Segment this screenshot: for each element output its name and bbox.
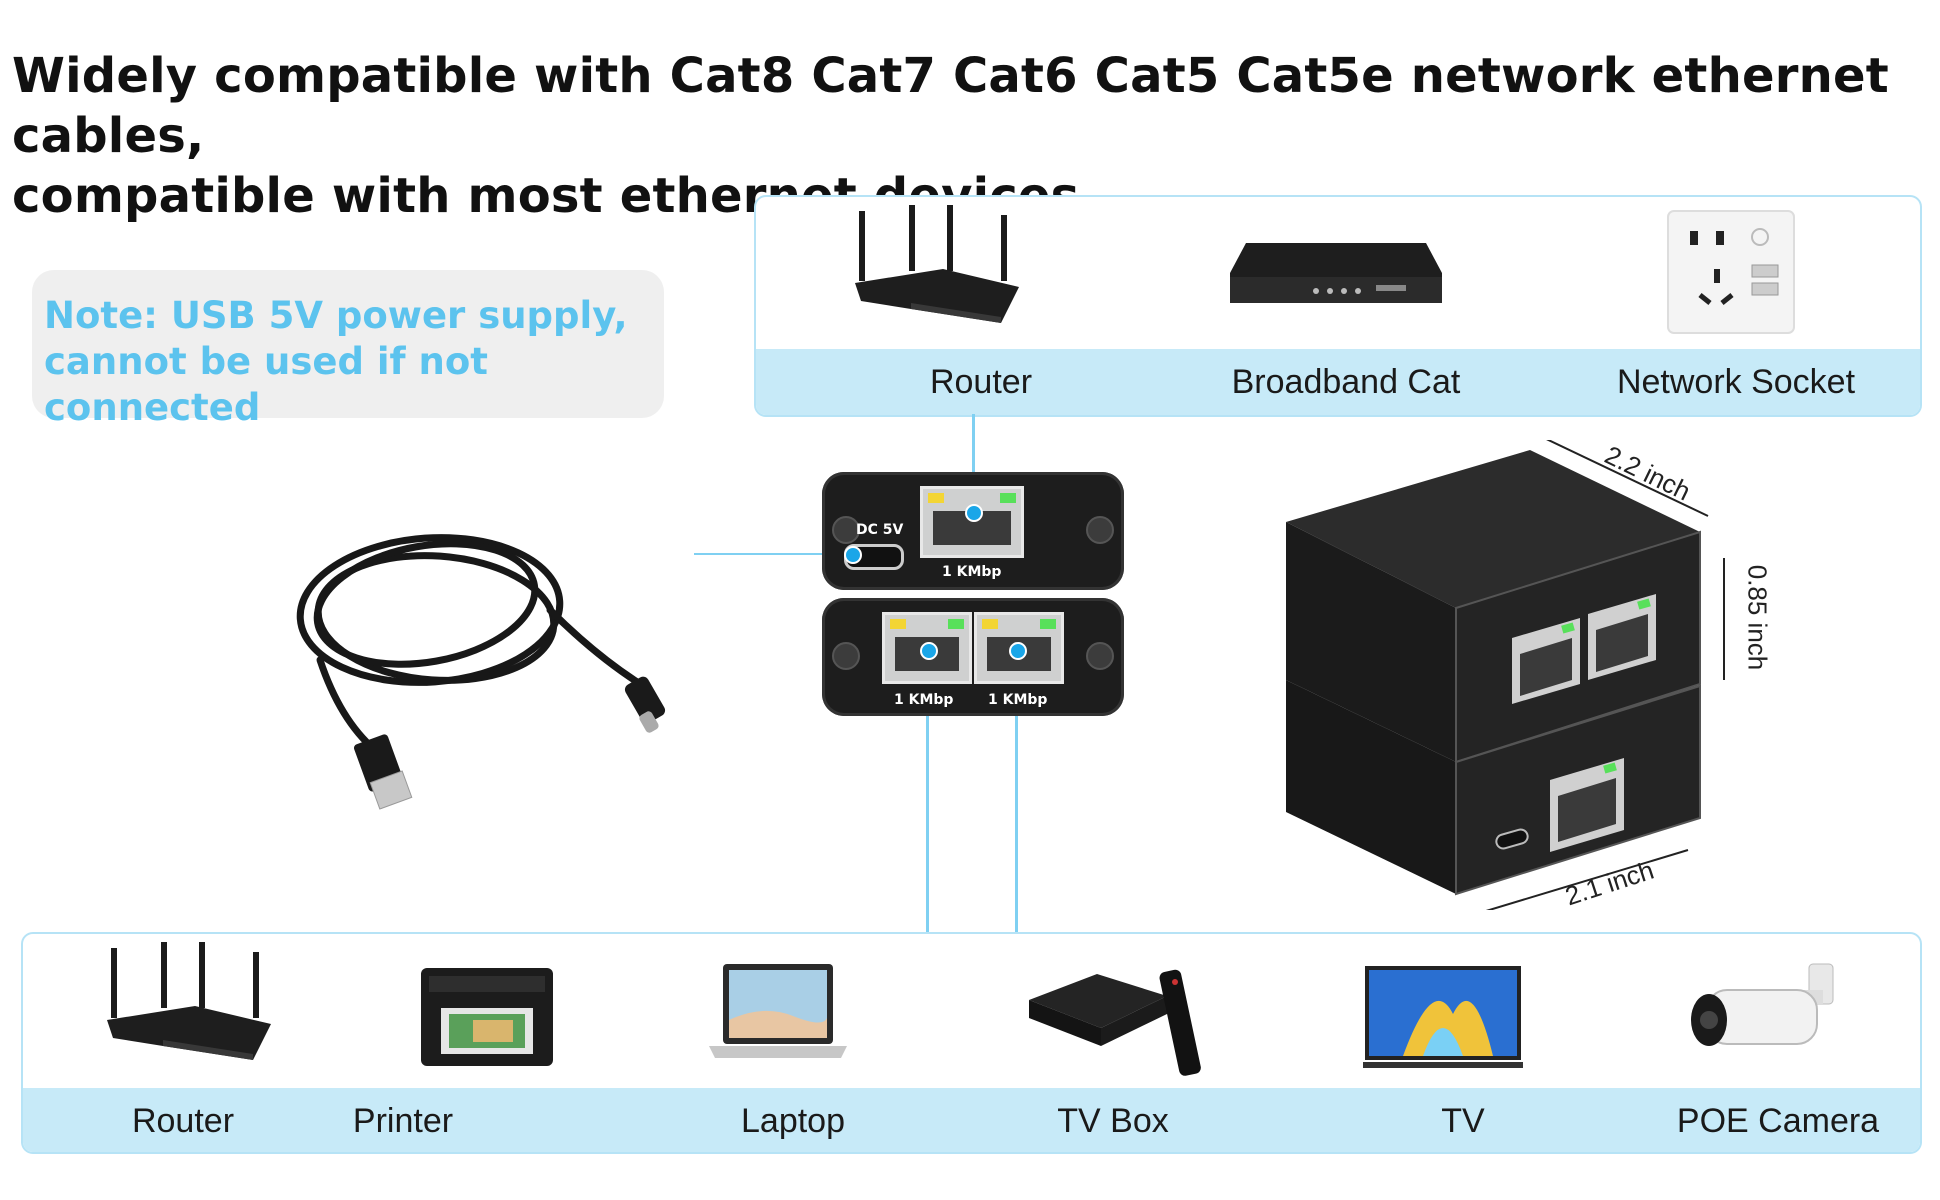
connector-line-power: [694, 553, 854, 555]
router-icon: [855, 205, 1019, 323]
output-speed-label-1: 1 KMbp: [894, 692, 954, 708]
router-icon: [107, 942, 271, 1060]
output-device-label-tv-box: TV Box: [1057, 1102, 1169, 1140]
power-note: Note: USB 5V power supply, cannot be use…: [44, 293, 664, 431]
ethernet-input-port: [920, 486, 1024, 558]
connector-line-output-1: [926, 652, 929, 932]
connector-line-input: [972, 414, 975, 514]
connector-dot-output-1: [920, 642, 938, 660]
splitter-output-plate: 1 KMbp 1 KMbp: [822, 598, 1124, 716]
power-note-line-1: Note: USB 5V power supply,: [44, 294, 628, 337]
output-devices-panel: Router Printer Laptop TV Box TV POE Came…: [21, 932, 1922, 1154]
tv-icon: [1363, 966, 1523, 1068]
output-device-label-printer: Printer: [352, 1102, 454, 1140]
led-green: [1040, 619, 1056, 629]
wall-socket-icon: [1667, 210, 1795, 334]
headline-line-1: Widely compatible with Cat8 Cat7 Cat6 Ca…: [12, 48, 1889, 164]
output-device-label-tv: TV: [1441, 1102, 1485, 1140]
screw-icon: [1086, 516, 1114, 544]
modem-icon: [1230, 243, 1442, 303]
security-camera-icon: [1691, 963, 1834, 1046]
power-note-line-2: cannot be used if not connected: [44, 340, 488, 429]
laptop-icon: [709, 964, 847, 1058]
input-device-label-broadband: Broadband Cat: [1231, 363, 1461, 401]
splitter-input-plate: DC 5V 1 KMbp: [822, 472, 1124, 590]
input-devices-panel: Router Broadband Cat Network Socket: [754, 195, 1922, 417]
connector-dot-power: [844, 546, 862, 564]
input-speed-label: 1 KMbp: [942, 564, 1002, 580]
input-devices-label-band: [756, 349, 1920, 415]
output-device-label-router: Router: [131, 1102, 235, 1140]
output-devices-label-band: [23, 1088, 1920, 1152]
usb-cable-icon: [296, 534, 666, 810]
connector-dot-input: [965, 504, 983, 522]
screw-icon: [832, 516, 860, 544]
dc-5v-label: DC 5V: [856, 522, 904, 538]
ethernet-output-port-1: [882, 612, 972, 684]
connector-dot-output-2: [1009, 642, 1027, 660]
connector-line-output-2: [1015, 652, 1018, 932]
dimension-height: 0.85 inch: [1742, 564, 1773, 671]
led-green: [948, 619, 964, 629]
note-box: [32, 270, 664, 418]
printer-icon: [421, 968, 553, 1066]
output-device-label-laptop: Laptop: [741, 1102, 845, 1140]
led-green: [1000, 493, 1016, 503]
tv-box-icon: [1029, 969, 1201, 1076]
output-speed-label-2: 1 KMbp: [988, 692, 1048, 708]
input-device-label-socket: Network Socket: [1616, 363, 1856, 401]
screw-icon: [1086, 642, 1114, 670]
input-device-label-router: Router: [929, 363, 1033, 401]
led-yellow: [928, 493, 944, 503]
screw-icon: [832, 642, 860, 670]
led-yellow: [982, 619, 998, 629]
output-device-label-poe-camera: POE Camera: [1676, 1102, 1880, 1140]
splitter-product-render: [1286, 440, 1725, 910]
led-yellow: [890, 619, 906, 629]
